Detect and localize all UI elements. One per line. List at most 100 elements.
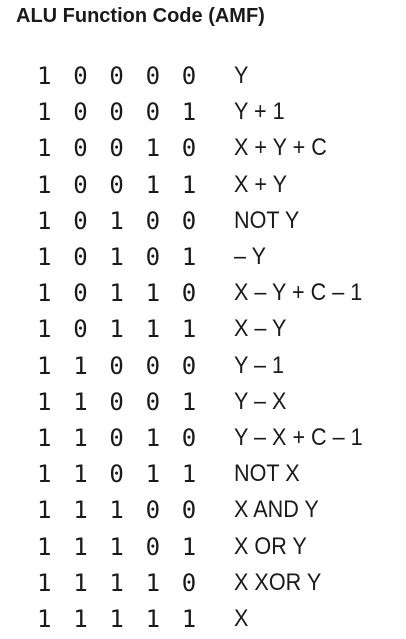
function-code-bits: 1 0 0 0 1 — [37, 94, 218, 130]
code-bit: 0 — [73, 279, 88, 308]
table-row: 1 0 1 1 1 X – Y — [0, 311, 406, 347]
table-row: 1 1 0 1 1 NOT X — [0, 456, 406, 492]
function-expression: X + Y — [234, 170, 288, 198]
code-bit: 1 — [181, 460, 197, 489]
function-code-bits: 1 1 1 1 1 — [37, 601, 218, 637]
code-bit: 0 — [181, 62, 197, 91]
code-bit: 0 — [181, 568, 197, 597]
code-bit: 1 — [73, 423, 88, 452]
function-code-bits: 1 0 1 0 1 — [37, 239, 218, 275]
code-bit: 1 — [37, 206, 52, 235]
code-bit: 1 — [181, 387, 197, 416]
code-bit: 0 — [73, 243, 88, 272]
table-row: 1 0 0 1 0 X + Y + C — [0, 130, 406, 166]
function-expression: Y + 1 — [234, 98, 285, 126]
code-bit: 0 — [145, 62, 161, 91]
code-bit: 0 — [109, 62, 124, 91]
code-bit: 1 — [37, 568, 52, 597]
code-bit: 0 — [109, 351, 124, 380]
code-bit: 1 — [181, 98, 197, 127]
function-code-bits: 1 0 1 1 1 — [37, 311, 218, 347]
table-row: 1 0 0 0 1 Y + 1 — [0, 94, 406, 130]
function-code-bits: 1 0 1 0 0 — [37, 203, 218, 239]
code-bit: 0 — [181, 206, 197, 235]
function-code-bits: 1 1 0 1 1 — [37, 456, 218, 492]
function-code-bits: 1 1 0 0 1 — [37, 384, 218, 420]
code-bit: 0 — [181, 134, 197, 163]
code-bit: 1 — [37, 532, 52, 561]
code-bit: 1 — [73, 568, 88, 597]
code-bit: 0 — [109, 387, 124, 416]
table-row: 1 0 0 0 0 Y — [0, 58, 406, 94]
table-row: 1 0 1 0 0 NOT Y — [0, 203, 406, 239]
amf-table: 1 0 0 0 0 Y 1 0 0 0 1 Y + 1 1 0 0 1 0 X … — [0, 58, 406, 637]
table-row: 1 1 1 1 1 X — [0, 601, 406, 637]
function-code-bits: 1 1 0 0 0 — [37, 348, 218, 384]
function-expression: Y – X — [234, 387, 287, 415]
code-bit: 1 — [109, 604, 124, 633]
code-bit: 1 — [181, 170, 197, 199]
code-bit: 1 — [109, 496, 124, 525]
code-bit: 1 — [73, 460, 88, 489]
code-bit: 0 — [145, 98, 161, 127]
code-bit: 1 — [145, 279, 161, 308]
code-bit: 0 — [109, 134, 124, 163]
code-bit: 0 — [181, 496, 197, 525]
code-bit: 1 — [37, 279, 52, 308]
code-bit: 1 — [37, 423, 52, 452]
code-bit: 0 — [145, 387, 161, 416]
code-bit: 1 — [181, 604, 197, 633]
code-bit: 1 — [37, 170, 52, 199]
code-bit: 1 — [37, 62, 52, 91]
code-bit: 1 — [145, 568, 161, 597]
function-expression: NOT X — [234, 460, 300, 488]
table-row: 1 0 0 1 1 X + Y — [0, 167, 406, 203]
function-expression: Y – X + C – 1 — [234, 423, 363, 451]
function-expression: – Y — [234, 243, 267, 271]
function-expression: X XOR Y — [234, 568, 322, 596]
code-bit: 0 — [181, 279, 197, 308]
code-bit: 1 — [109, 532, 124, 561]
function-code-bits: 1 0 0 1 0 — [37, 130, 218, 166]
table-row: 1 1 1 0 1 X OR Y — [0, 528, 406, 564]
function-code-bits: 1 0 0 0 0 — [37, 58, 218, 94]
code-bit: 0 — [181, 423, 197, 452]
code-bit: 1 — [37, 243, 52, 272]
code-bit: 1 — [145, 170, 161, 199]
function-code-bits: 1 1 1 0 0 — [37, 492, 218, 528]
code-bit: 1 — [73, 387, 88, 416]
function-code-bits: 1 1 1 0 1 — [37, 528, 218, 564]
table-row: 1 1 1 1 0 X XOR Y — [0, 565, 406, 601]
table-row: 1 1 0 1 0 Y – X + C – 1 — [0, 420, 406, 456]
function-code-bits: 1 1 0 1 0 — [37, 420, 218, 456]
code-bit: 1 — [37, 315, 52, 344]
function-expression: X — [234, 604, 249, 632]
code-bit: 0 — [73, 315, 88, 344]
function-expression: Y – 1 — [234, 351, 285, 379]
function-expression: X OR Y — [234, 532, 307, 560]
code-bit: 1 — [181, 243, 197, 272]
code-bit: 0 — [73, 98, 88, 127]
code-bit: 1 — [37, 496, 52, 525]
code-bit: 1 — [181, 315, 197, 344]
function-expression: NOT Y — [234, 206, 300, 234]
page-title: ALU Function Code (AMF) — [16, 5, 265, 27]
code-bit: 0 — [145, 532, 161, 561]
code-bit: 1 — [109, 279, 124, 308]
code-bit: 1 — [145, 460, 161, 489]
code-bit: 1 — [145, 604, 161, 633]
code-bit: 0 — [145, 496, 161, 525]
function-expression: X AND Y — [234, 496, 319, 524]
code-bit: 1 — [109, 243, 124, 272]
code-bit: 1 — [109, 568, 124, 597]
code-bit: 0 — [73, 62, 88, 91]
function-expression: X – Y + C – 1 — [234, 279, 363, 307]
code-bit: 1 — [73, 604, 88, 633]
code-bit: 1 — [37, 98, 52, 127]
code-bit: 0 — [109, 423, 124, 452]
function-expression: X + Y + C — [234, 134, 327, 162]
table-row: 1 0 1 1 0 X – Y + C – 1 — [0, 275, 406, 311]
code-bit: 1 — [145, 423, 161, 452]
code-bit: 1 — [109, 206, 124, 235]
code-bit: 0 — [109, 98, 124, 127]
